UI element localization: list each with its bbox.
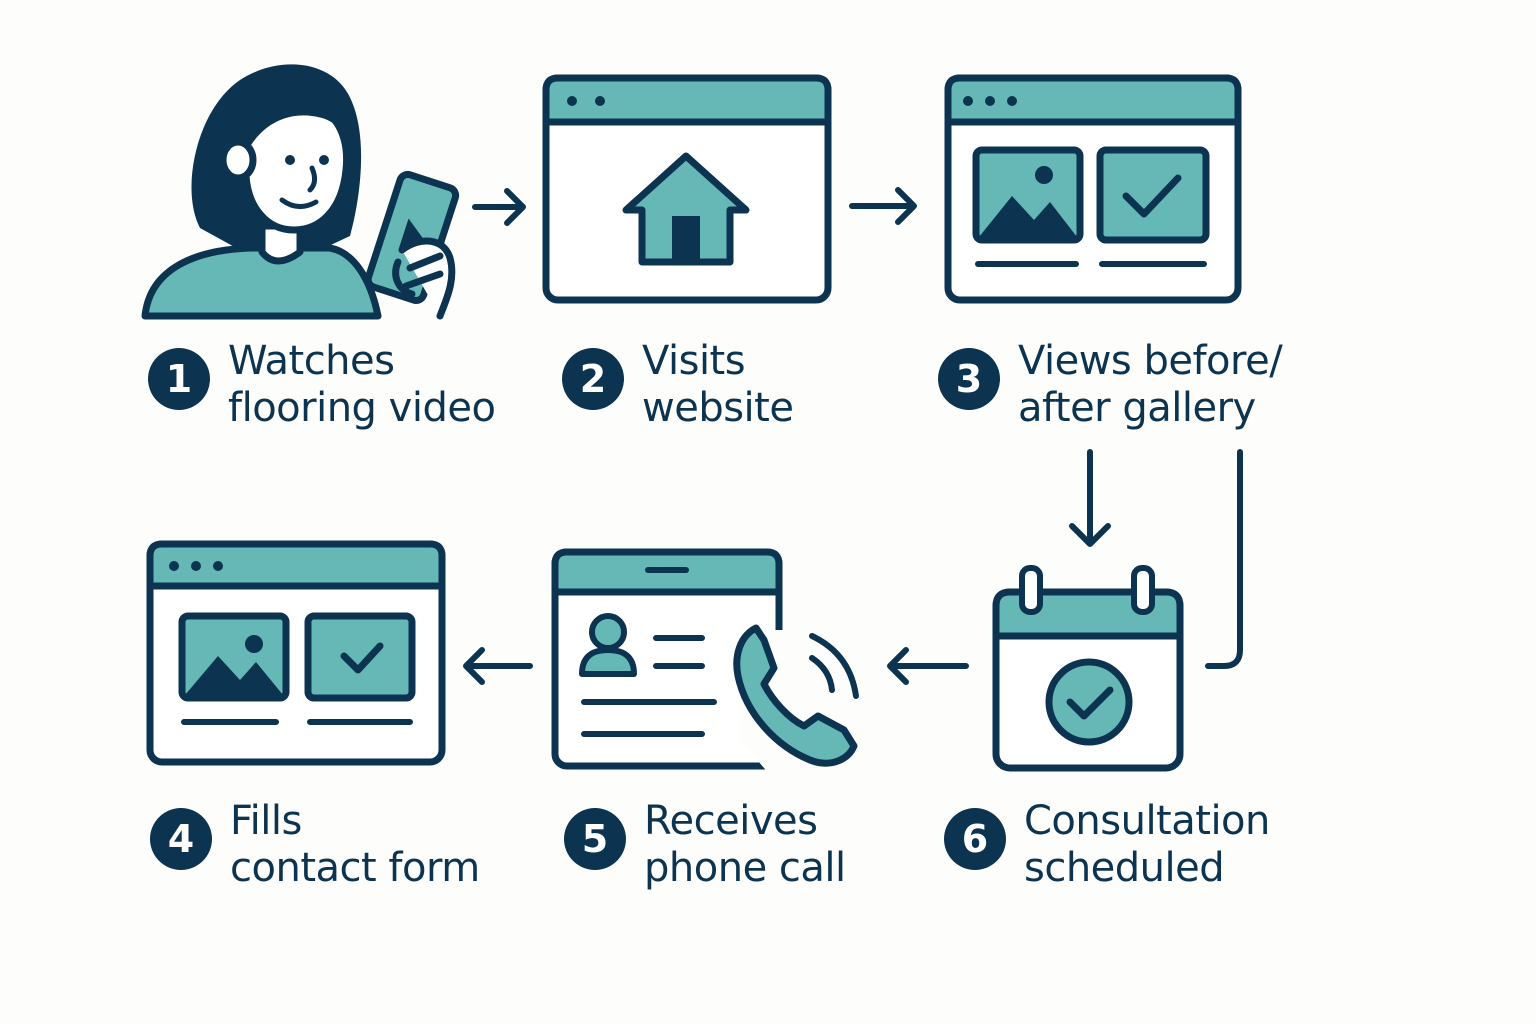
step-label-line: phone call [644, 845, 846, 891]
step-label: Consultation scheduled [1024, 798, 1270, 892]
connector-line [1205, 449, 1243, 669]
step-number: 3 [938, 348, 1000, 410]
step-3: 3 Views before/ after gallery [938, 338, 1283, 432]
browser-home-icon [542, 74, 832, 304]
arrow-left-5-to-4 [463, 647, 533, 685]
step-label-line: Visits [642, 338, 746, 384]
step-number: 2 [562, 348, 624, 410]
step-label-line: flooring video [228, 385, 496, 431]
step-label: Visits website [642, 338, 794, 432]
step-number: 1 [148, 348, 210, 410]
step-4: 4 Fills contact form [150, 798, 480, 892]
step-label: Watches flooring video [228, 338, 496, 432]
step-label-line: Views before/ [1018, 338, 1283, 384]
contact-card-phone-icon [551, 548, 860, 775]
step-label-line: Watches [228, 338, 395, 384]
arrow-left-6-to-5 [887, 647, 969, 685]
browser-gallery-icon [944, 74, 1242, 304]
step-label: Fills contact form [230, 798, 480, 892]
step-label-line: Fills [230, 798, 302, 844]
step-5: 5 Receives phone call [564, 798, 846, 892]
person-watching-phone-icon [141, 64, 460, 320]
step-1: 1 Watches flooring video [148, 338, 496, 432]
arrow-right-2 [849, 187, 917, 225]
step-label-line: website [642, 385, 794, 431]
step-number: 5 [564, 808, 626, 870]
step-2: 2 Visits website [562, 338, 794, 432]
step-number: 4 [150, 808, 212, 870]
step-label-line: scheduled [1024, 845, 1225, 891]
calendar-check-icon [992, 565, 1184, 772]
step-label-line: after gallery [1018, 385, 1256, 431]
step-label-line: Receives [644, 798, 818, 844]
arrow-right-1 [472, 188, 526, 226]
browser-form-icon [146, 540, 446, 766]
step-label: Receives phone call [644, 798, 846, 892]
step-label-line: contact form [230, 845, 480, 891]
step-label: Views before/ after gallery [1018, 338, 1283, 432]
arrow-down-3-to-6 [1069, 449, 1111, 547]
step-number: 6 [944, 808, 1006, 870]
step-6: 6 Consultation scheduled [944, 798, 1270, 892]
step-label-line: Consultation [1024, 798, 1270, 844]
